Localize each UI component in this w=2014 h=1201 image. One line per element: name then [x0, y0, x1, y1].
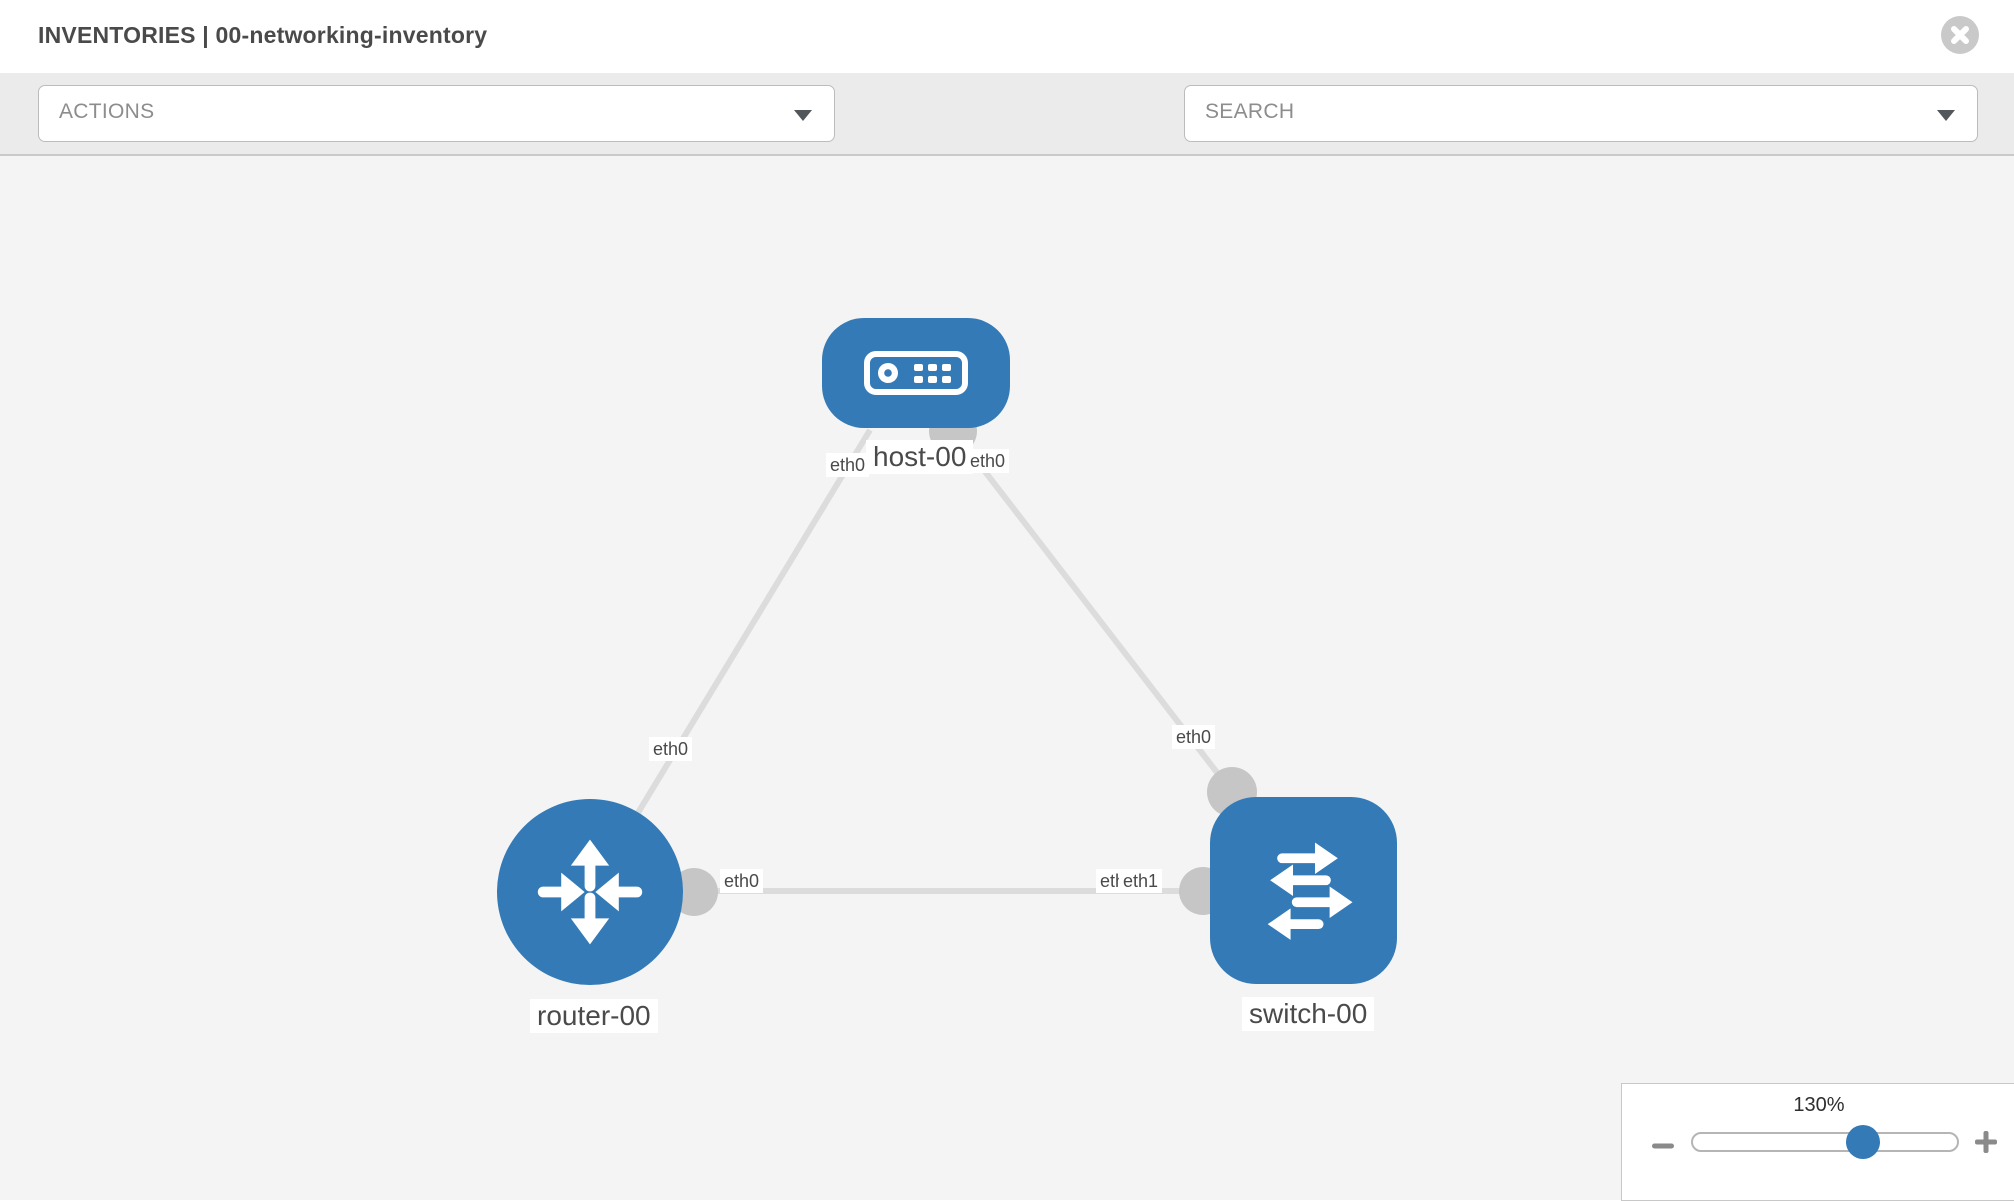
minus-icon[interactable]: [1651, 1138, 1675, 1156]
zoom-slider-track[interactable]: [1691, 1132, 1959, 1152]
actions-dropdown-label: ACTIONS: [59, 100, 155, 123]
actions-dropdown[interactable]: ACTIONS: [38, 85, 835, 142]
toolbar: ACTIONS SEARCH: [0, 73, 2014, 206]
topology-links-layer: [587, 407, 1257, 916]
zoom-slider-thumb[interactable]: [1846, 1125, 1880, 1159]
node-label-host: host-00: [866, 440, 974, 474]
zoom-panel: 130%: [1621, 1083, 2014, 1201]
router-icon: [537, 839, 643, 945]
interface-label-eth0: eth0: [649, 737, 693, 761]
search-dropdown[interactable]: SEARCH: [1184, 85, 1978, 142]
close-icon[interactable]: [1941, 16, 1979, 54]
topology-canvas[interactable]: [0, 156, 2014, 1200]
node-router[interactable]: [497, 799, 683, 985]
node-label-router: router-00: [530, 999, 658, 1033]
host-icon: [864, 351, 968, 395]
panel-header: INVENTORIES | 00-networking-inventory: [0, 0, 2014, 73]
node-switch[interactable]: [1210, 797, 1397, 984]
node-host[interactable]: [822, 318, 1010, 428]
interface-label-eth0: eth0: [826, 453, 870, 477]
zoom-value: 130%: [1793, 1094, 1845, 1116]
plus-icon[interactable]: [1973, 1129, 1999, 1160]
switch-icon: [1267, 842, 1353, 940]
node-label-switch: switch-00: [1242, 997, 1375, 1031]
chevron-down-icon: [1937, 110, 1955, 121]
interface-label-eth0: eth0: [966, 449, 1010, 473]
interface-label-eth0: eth0: [720, 869, 764, 893]
page-title: INVENTORIES | 00-networking-inventory: [38, 22, 488, 48]
chevron-down-icon: [794, 110, 812, 121]
interface-label-eth1: eth1: [1119, 869, 1163, 893]
search-dropdown-label: SEARCH: [1205, 100, 1295, 123]
interface-label-eth0: eth0: [1172, 725, 1216, 749]
